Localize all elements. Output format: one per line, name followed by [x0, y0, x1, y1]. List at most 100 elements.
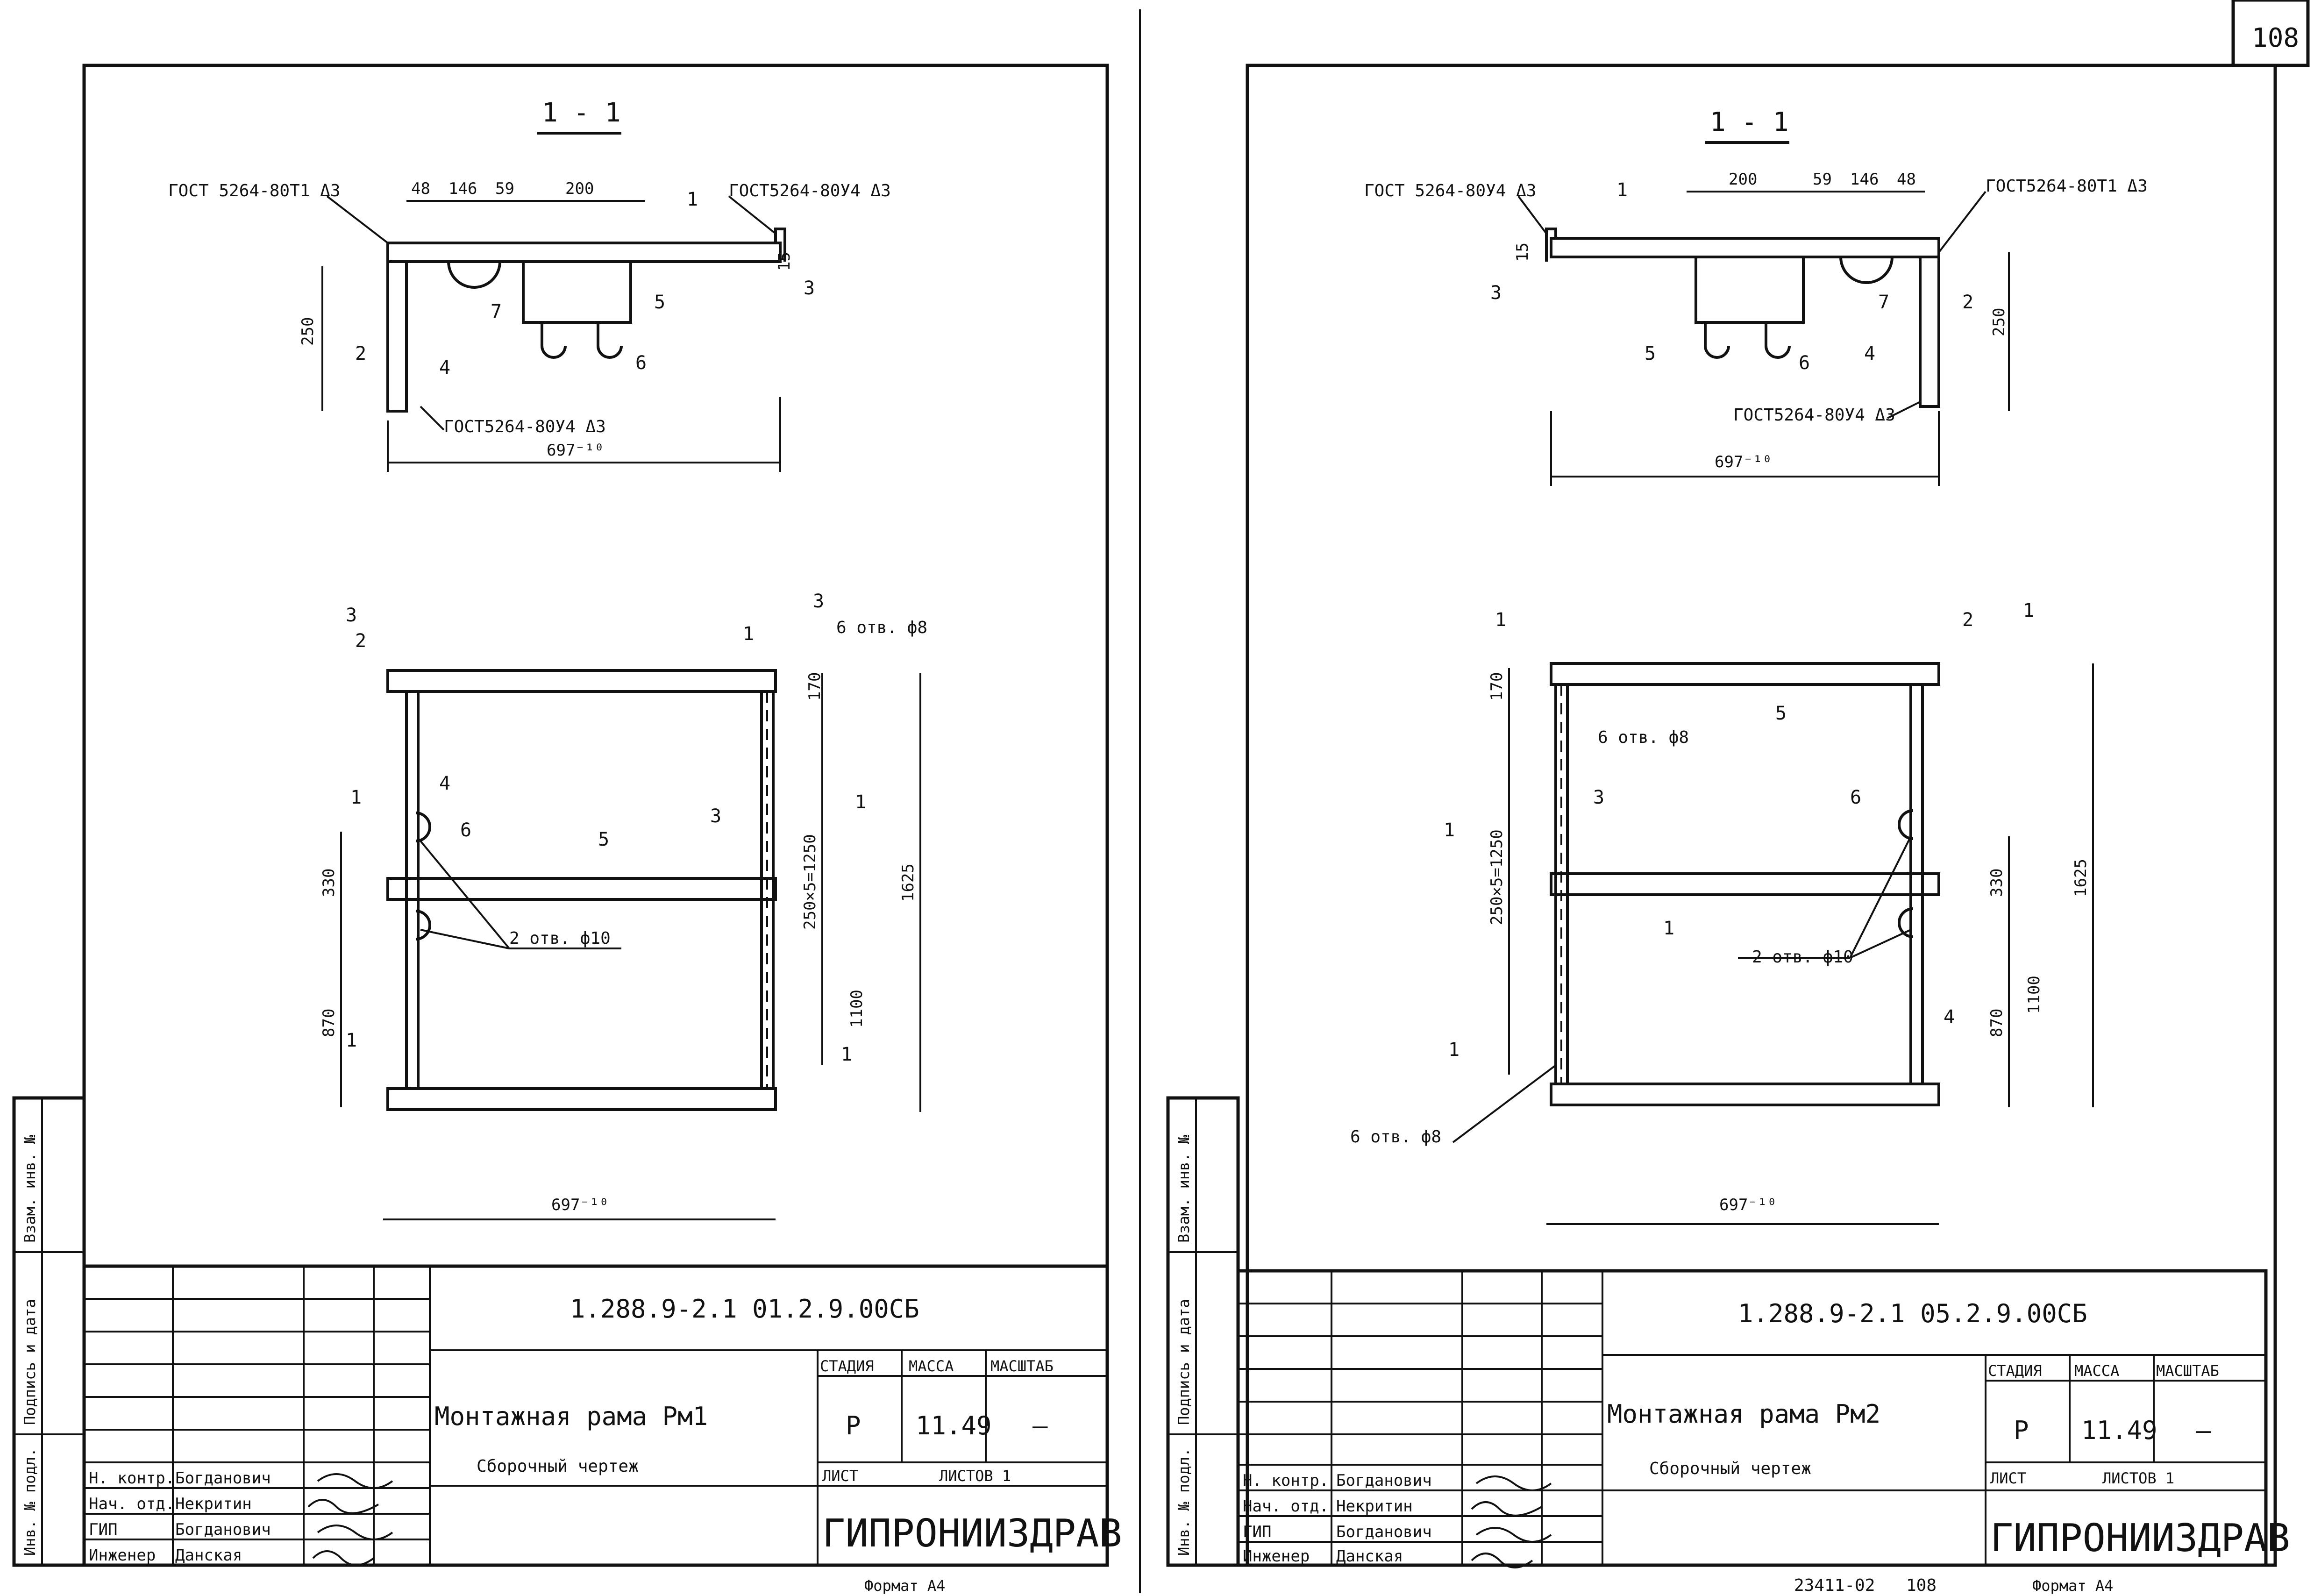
part-1: 1	[687, 189, 698, 210]
r-sheet-label: ЛИСТ	[1990, 1469, 2026, 1487]
r-hole-8a: 6 отв. ф8	[1598, 728, 1689, 747]
hole-callout-10: 2 отв. ф10	[509, 929, 611, 948]
r-plan-part-6: 6	[1850, 787, 1861, 808]
mark-1c: 1	[346, 1030, 357, 1051]
signature-1	[307, 1499, 379, 1514]
weld-callout-2: ГОСТ5264-80У4 Δ3	[729, 181, 891, 200]
bottom-note: 23411-02	[1794, 1576, 1875, 1595]
plan-part-1: 1	[743, 623, 754, 645]
mark-3b: 3	[813, 591, 824, 612]
dim-1100: 1100	[847, 990, 866, 1028]
plan-part-6: 6	[460, 819, 471, 841]
r-organization: ГИПРОНИИЗДРАВ	[1990, 1516, 2290, 1560]
r-dim-1250: 250×5=1250	[1488, 829, 1506, 925]
signature-3	[312, 1550, 375, 1566]
role-2: ГИП	[89, 1520, 117, 1539]
right-title-block	[1236, 1269, 2268, 1567]
r-plan-part-3: 3	[1593, 787, 1604, 808]
r-part-5: 5	[1645, 343, 1656, 364]
dim-1250: 250×5=1250	[801, 834, 819, 930]
dim-15: 15	[775, 252, 794, 271]
r-mass-value: 11.49	[2081, 1416, 2157, 1445]
r-dim-330: 330	[1987, 869, 2006, 897]
hole-callout-8: 6 отв. ф8	[836, 618, 927, 637]
r-stamp-sign: Подпись и дата	[1175, 1299, 1193, 1425]
r-weld-2: ГОСТ5264-80Т1 Δ3	[1986, 177, 2148, 196]
r-dim-697: 697⁻¹⁰	[1715, 453, 1772, 471]
r-role-2: ГИП	[1243, 1523, 1271, 1541]
r-part-3: 3	[1490, 282, 1502, 304]
right-title-name: Монтажная рама Рм2	[1607, 1399, 1880, 1429]
r-dim-870: 870	[1987, 1009, 2006, 1037]
weld-callout-3: ГОСТ5264-80У4 Δ3	[444, 417, 606, 436]
right-plan-view	[1508, 662, 2094, 1107]
r-stamp-replace: Взам. инв. №	[1175, 1134, 1193, 1243]
dim-870: 870	[320, 1009, 338, 1037]
hdr-stage: СТАДИЯ	[820, 1357, 874, 1375]
mark-1d: 1	[841, 1044, 852, 1065]
left-sheet: Инв. № подл. Подпись и дата Взам. инв. №…	[12, 64, 1122, 1595]
r-dim-1625: 1625	[2072, 859, 2090, 897]
r-dim-200: 200	[1729, 170, 1757, 189]
mark-1b: 1	[855, 791, 866, 813]
r-sheets-label: ЛИСТОВ 1	[2102, 1469, 2174, 1487]
r-role-1: Нач. отд.	[1243, 1497, 1329, 1516]
r-dim-250: 250	[1990, 308, 2008, 336]
signature-2	[317, 1525, 393, 1540]
r-role-3: Инженер	[1243, 1547, 1310, 1566]
r-dim-48: 48	[1897, 170, 1916, 189]
stamp-inv-label: Инв. № подл.	[21, 1448, 39, 1556]
r-part-2: 2	[1962, 292, 1973, 313]
plan-part-4: 4	[439, 773, 450, 794]
left-frame	[82, 64, 1109, 1567]
left-side-stamp: Инв. № подл. Подпись и дата Взам. инв. №	[12, 1096, 86, 1567]
r-plan-part-5: 5	[1775, 703, 1787, 724]
dim-48: 48	[411, 179, 430, 198]
name-2: Богданович	[175, 1520, 271, 1539]
hdr-mass: МАССА	[909, 1357, 954, 1375]
role-0: Н. контр.	[89, 1469, 175, 1488]
dim-697b: 697⁻¹⁰	[551, 1196, 609, 1214]
name-1: Некритин	[175, 1495, 252, 1513]
right-section-view	[1545, 191, 2010, 486]
r-plan-part-1: 1	[1663, 918, 1674, 939]
left-format: Формат А4	[864, 1577, 945, 1595]
r-plan-part-4: 4	[1944, 1006, 1955, 1028]
right-frame	[1246, 64, 2277, 1567]
r-mark-1a: 1	[1495, 609, 1506, 631]
r-hole-8b: 6 отв. ф8	[1350, 1127, 1441, 1147]
r-name-2: Богданович	[1336, 1523, 1432, 1541]
part-4: 4	[439, 357, 450, 378]
left-title-subtitle: Сборочный чертеж	[477, 1457, 639, 1476]
right-title-subtitle: Сборочный чертеж	[1649, 1459, 1811, 1478]
plan-part-2: 2	[355, 630, 366, 652]
left-section-view	[321, 200, 786, 472]
signature-0	[317, 1473, 393, 1489]
r-signature-3	[1471, 1553, 1533, 1568]
r-role-0: Н. контр.	[1243, 1471, 1329, 1490]
right-sheet: Инв. № подл. Подпись и дата Взам. инв. №…	[1166, 64, 2290, 1595]
stage-value: Р	[846, 1411, 861, 1440]
r-weld-3: ГОСТ5264-80У4 Δ3	[1733, 406, 1895, 425]
r-mark-1d: 1	[1448, 1039, 1460, 1061]
r-stamp-inv: Инв. № подл.	[1175, 1448, 1193, 1556]
part-5: 5	[654, 292, 665, 313]
right-side-stamp: Инв. № подл. Подпись и дата Взам. инв. №	[1166, 1096, 1240, 1567]
dim-59: 59	[495, 179, 514, 198]
stamp-sign-label: Подпись и дата	[21, 1299, 39, 1425]
r-dim-146: 146	[1850, 170, 1879, 189]
r-hdr-stage: СТАДИЯ	[1988, 1362, 2042, 1380]
r-part-6: 6	[1799, 352, 1810, 374]
part-7: 7	[491, 301, 502, 322]
scale-value: —	[1032, 1411, 1048, 1440]
right-doc-code: 1.288.9-2.1 05.2.9.00СБ	[1738, 1299, 2087, 1328]
r-name-0: Богданович	[1336, 1471, 1432, 1490]
mark-3a: 3	[346, 605, 357, 626]
right-format: Формат А4	[2032, 1577, 2113, 1595]
organization: ГИПРОНИИЗДРАВ	[822, 1511, 1122, 1556]
r-plan-part-2: 2	[1962, 609, 1973, 631]
r-name-3: Данская	[1336, 1547, 1403, 1566]
plan-part-5: 5	[598, 829, 609, 850]
